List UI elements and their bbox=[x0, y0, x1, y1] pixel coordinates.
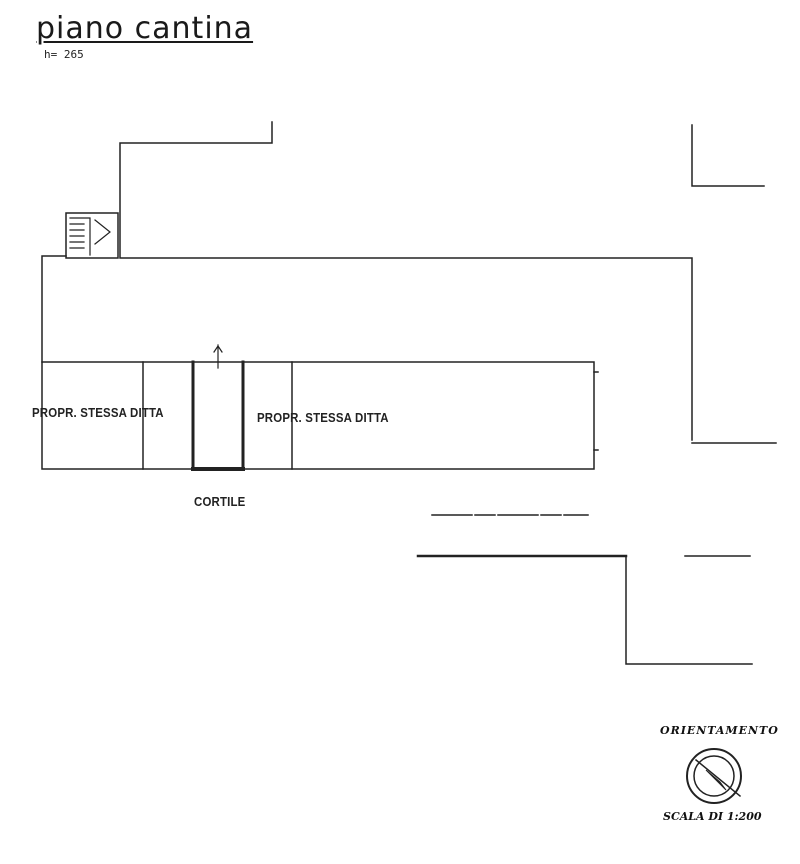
basement-room-outline bbox=[41, 361, 595, 470]
wall-left bbox=[41, 255, 67, 363]
staircase bbox=[65, 212, 119, 259]
courtyard-label: CORTILE bbox=[194, 494, 246, 509]
building-outline-lower-right bbox=[625, 555, 753, 665]
building-wall-north bbox=[119, 121, 693, 441]
room-label-left: PROPR. STESSA DITTA bbox=[32, 405, 164, 420]
floor-height-note: h= 265 bbox=[44, 48, 84, 61]
compass-icon bbox=[686, 748, 742, 804]
orientation-label: ORIENTAMENTO bbox=[660, 724, 779, 737]
scale-label: SCALA DI 1:200 bbox=[663, 810, 762, 823]
wall-jog-right bbox=[593, 371, 599, 451]
room-label-right: PROPR. STESSA DITTA bbox=[257, 410, 389, 425]
staircase-treads bbox=[69, 217, 111, 256]
plan-title: piano cantina bbox=[36, 11, 254, 46]
wall-notch-right bbox=[691, 124, 765, 187]
entry-arrow-icon bbox=[213, 344, 223, 369]
